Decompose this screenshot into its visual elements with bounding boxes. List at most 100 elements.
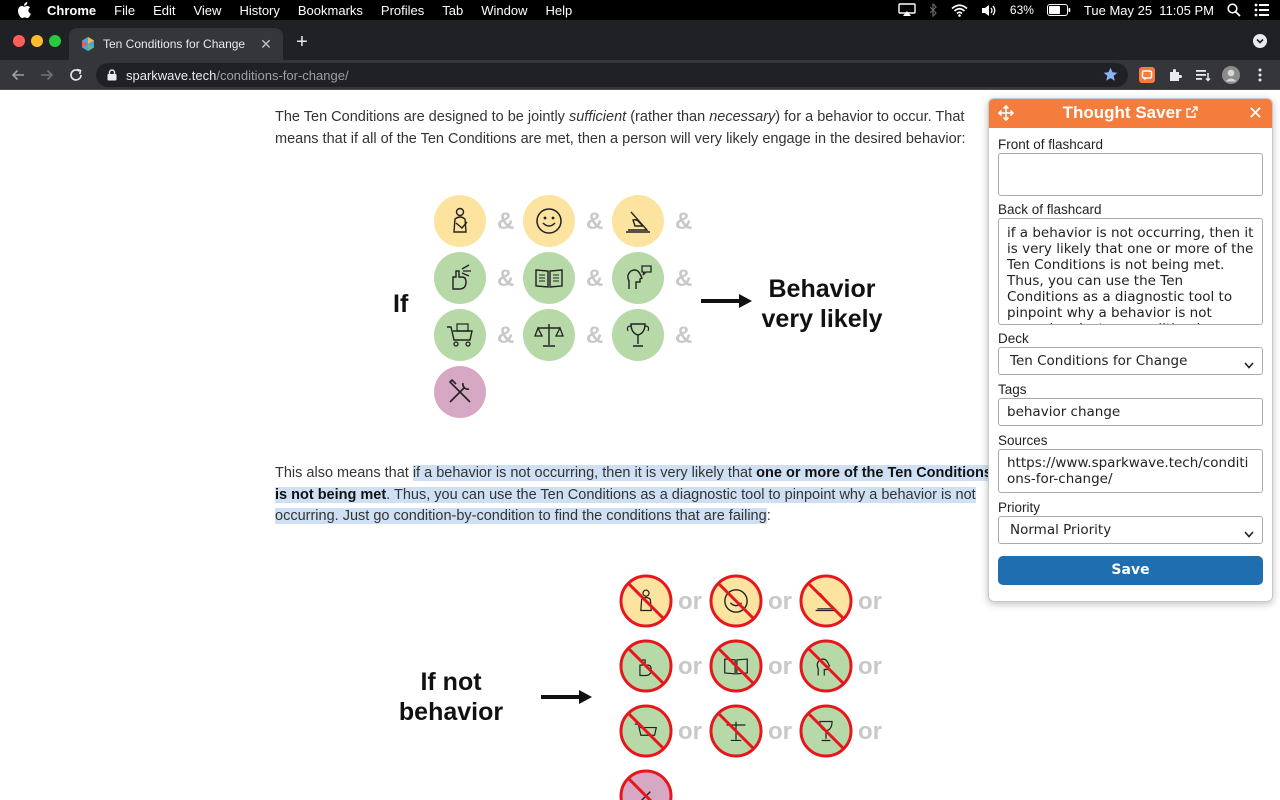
bookmark-star-icon[interactable] [1103,67,1118,87]
smiley-face-icon [523,195,575,247]
tab-active[interactable]: Ten Conditions for Change ✕ [69,28,283,60]
battery-percent: 63% [1009,3,1034,17]
cart-money-icon [434,309,486,361]
url-host: sparkwave.tech [126,67,217,83]
priority-label: Priority [998,500,1041,515]
lock-icon[interactable] [107,69,117,81]
tab-close-icon[interactable]: ✕ [260,36,272,52]
menu-bookmarks[interactable]: Bookmarks [297,2,363,18]
and-symbol: & [497,265,515,292]
profile-avatar[interactable] [1222,66,1240,84]
and-symbol: & [497,208,515,235]
menu-tab[interactable]: Tab [442,2,464,18]
bluetooth-icon[interactable] [929,3,938,17]
priority-select[interactable]: Normal Priority [998,516,1263,544]
sources-label: Sources [998,433,1048,448]
chevron-down-icon [1244,357,1254,373]
clock[interactable]: Tue May 25 11:05 PM [1083,2,1214,18]
and-symbol: & [586,322,604,349]
behavior-very-likely-label: Behavior very likely [761,275,883,333]
menu-profiles[interactable]: Profiles [380,2,425,18]
apple-icon[interactable] [17,2,33,18]
back-of-flashcard-textarea[interactable]: if a behavior is not occurring, then it … [998,218,1263,325]
spotlight-search-icon[interactable] [1227,3,1241,17]
or-word: or [678,653,702,680]
p1-text-1: The Ten Conditions are designed to be jo… [275,109,569,125]
and-symbol: & [586,208,604,235]
head-speech-bubble-icon [612,252,664,304]
p2-highlight-2: . Thus, you can use the Ten Conditions a… [275,486,976,525]
deck-select[interactable]: Ten Conditions for Change [998,347,1263,375]
back-arrow-icon[interactable] [8,65,28,85]
p1-emphasis-necessary: necessary [709,109,776,125]
menu-history[interactable]: History [239,2,280,18]
window-fullscreen-button[interactable] [49,35,61,47]
if-label: If [393,290,409,318]
address-bar[interactable]: sparkwave.tech/conditions-for-change/ [96,63,1128,87]
sparkwave-favicon-icon [81,37,95,51]
window-minimize-button[interactable] [31,35,43,47]
thought-saver-title[interactable]: Thought Saver [989,103,1272,123]
tags-input[interactable]: behavior change [998,398,1263,426]
window-close-button[interactable] [13,35,25,47]
battery-icon[interactable] [1046,4,1071,16]
menu-help[interactable]: Help [545,2,573,18]
tab-title: Ten Conditions for Change [103,37,246,51]
reading-list-icon[interactable] [1194,66,1212,84]
airplay-icon[interactable] [898,3,916,17]
volume-icon[interactable] [981,4,997,17]
if-not-behavior-label: If not behavior [398,668,504,726]
tab-strip: Ten Conditions for Change ✕ + [0,20,1280,60]
thought-saver-title-text: Thought Saver [1062,103,1182,122]
deck-label: Deck [998,331,1029,346]
no-slide-icon [799,574,853,628]
chrome-menu-icon[interactable] [1251,66,1269,84]
motivation-person-icon [434,195,486,247]
web-page: The Ten Conditions are designed to be jo… [0,91,1280,800]
no-tools-icon [619,769,673,800]
menu-file[interactable]: File [114,2,136,18]
p1-emphasis-sufficient: sufficient [568,109,627,125]
wifi-icon[interactable] [951,3,968,17]
menu-app-chrome[interactable]: Chrome [47,2,97,18]
arrow-right-icon [541,689,593,710]
reload-icon[interactable] [66,65,86,85]
external-link-icon[interactable] [1186,103,1199,122]
thought-saver-extension-icon[interactable] [1138,66,1156,84]
slide-shoe-icon [612,195,664,247]
extensions-puzzle-icon[interactable] [1166,66,1184,84]
wrench-screwdriver-icon [434,366,486,418]
menu-edit[interactable]: Edit [153,2,176,18]
no-motivation-icon [619,574,673,628]
url-text[interactable]: sparkwave.tech/conditions-for-change/ [126,68,349,83]
no-cart-money-icon [619,704,673,758]
sources-input[interactable]: https://www.sparkwave.tech/conditions-fo… [998,449,1263,493]
no-scale-icon [709,704,763,758]
macos-menu-bar: Chrome File Edit View History Bookmarks … [0,0,1280,20]
front-of-flashcard-input[interactable] [998,153,1263,196]
no-book-icon [709,639,763,693]
tab-search-icon[interactable] [1253,34,1267,48]
open-book-icon [523,252,575,304]
move-arrows-icon[interactable] [997,104,1015,126]
p1-text-3: ) for a behavior to occur. That means th… [275,109,966,147]
forward-arrow-icon[interactable] [37,65,57,85]
menu-window[interactable]: Window [481,2,528,18]
close-icon[interactable]: ✕ [1247,103,1263,123]
p2-bold-conditions: one or more of the Ten Conditions is not… [275,465,992,503]
and-symbol: & [586,265,604,292]
p1-text-2: (rather than [626,109,710,125]
no-smiley-icon [709,574,763,628]
save-button[interactable]: Save [998,556,1263,585]
or-word: or [768,588,792,615]
menu-view[interactable]: View [193,2,222,18]
or-word: or [858,718,882,745]
control-center-icon[interactable] [1254,3,1270,17]
browser-toolbar: sparkwave.tech/conditions-for-change/ [0,60,1280,90]
url-path: /conditions-for-change/ [216,67,349,83]
tags-label: Tags [998,382,1027,397]
back-label: Back of flashcard [998,202,1102,217]
p2-text-2: : [766,508,771,524]
new-tab-button[interactable]: + [296,31,308,53]
or-word: or [678,718,702,745]
